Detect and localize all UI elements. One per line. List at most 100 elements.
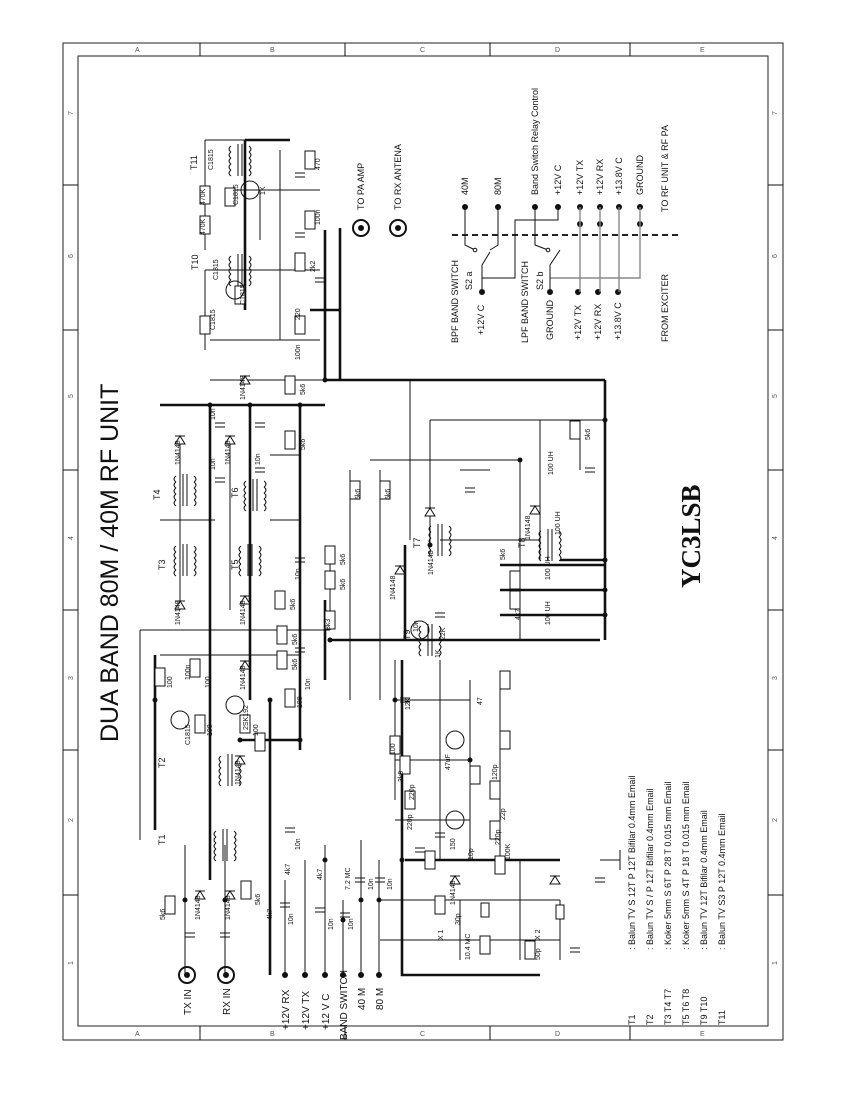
diode [394,565,406,575]
component-value: 10n [328,918,335,930]
component-value: 150 [450,838,457,850]
transistor [445,810,465,830]
resistor [199,215,211,235]
winding-notes: T1: Balun TV S 12T P 12T Bifilar 0.4mm E… [627,776,727,1025]
component-value: 120p [492,764,499,780]
grid-number: 2 [68,818,75,822]
v12tx-terminal[interactable] [302,972,308,978]
switch-bottom-label: +12V TX [573,305,583,340]
m80-label: 80 M [375,988,386,1010]
grid-number: 5 [68,394,75,398]
junction-dot [392,697,398,703]
component-value: 100 UH [545,601,552,625]
grid-letter: D [555,1031,560,1038]
resistor [199,315,211,335]
resistor [424,850,436,870]
rx-in-connector-core [223,972,229,978]
band-switch-terminal[interactable] [340,972,346,978]
rx-antena-connector[interactable] [389,219,407,237]
m40-label: 40 M [357,988,368,1010]
resistor [276,650,288,670]
component-value: 10n [295,568,302,580]
v12tx-label: +12V TX [301,991,312,1030]
bpf-in-label: +12V C [476,304,486,335]
note-desc: : Balun TV S3 P 12T 0.4mm Email [717,813,727,950]
junction-dot [376,897,382,903]
junction-dot [297,402,303,408]
grid-number: 6 [68,254,75,258]
transformer-label: T5 [230,559,240,570]
component-value: 3k3 [325,619,332,630]
resistor [379,480,391,500]
diode [194,890,206,900]
diode [239,595,251,605]
component-value: 470 [315,158,322,170]
switch-contact[interactable] [472,247,478,253]
pa-amp-connector[interactable] [352,219,370,237]
s2b-label: S2 b [535,271,545,290]
m80-terminal[interactable] [376,972,382,978]
component-value: 1N4148 [525,515,532,540]
switch-contact[interactable] [545,247,551,253]
switch-wire [489,207,499,251]
component-value: 100 [167,676,174,688]
transformer-label: T1 [157,834,167,845]
switch-top-label: +12V TX [575,160,585,195]
resistor [509,570,521,590]
diode [174,435,186,445]
component-value: C1815 [185,724,192,745]
switch-top-label: 40M [460,177,470,195]
transformer-label: T4 [152,489,162,500]
component-value: 10n [305,678,312,690]
component-value: 5k6 [385,489,392,500]
v12c-terminal[interactable] [322,972,328,978]
junction-dot [358,897,364,903]
component-value: 220p [409,784,416,800]
component-value: 1N4148 [225,895,232,920]
tx-in-connector[interactable] [178,966,196,984]
resistor [274,590,286,610]
component-value: 10n [288,913,295,925]
grid-number: 4 [772,536,779,540]
component-value: 1N4148 [240,600,247,625]
component-value: X 1 [438,929,445,940]
v12rx-terminal[interactable] [282,972,288,978]
resistor [469,765,481,785]
grid-letter: B [270,1031,275,1038]
m40-terminal[interactable] [358,972,364,978]
transformer-label: T3 [157,559,167,570]
note-desc: : Koker 5mm S 4T P 18 T 0.015 mm Email [681,782,691,950]
rx-in-connector[interactable] [217,966,235,984]
component-value: 10n [413,620,420,632]
component-value: 10n [255,453,262,465]
resistor [294,252,306,272]
component-value: 5k6 [160,909,167,920]
transformer-coil [173,475,197,507]
component-value: 10n [368,878,375,890]
component-value: 1N4148 [175,600,182,625]
note-ref: T1 [627,1014,637,1025]
component-value: 1K [260,186,267,195]
component-value: 4k7 [267,909,274,920]
grid-letter: E [700,47,705,54]
resistor [324,610,336,630]
resistor [254,732,266,752]
junction-dot [517,457,523,463]
switch-bottom-terminal[interactable] [615,289,621,295]
grid-letter: C [420,47,425,54]
switch-bottom-label: +13.8V C [613,302,623,340]
component-value: 5k6 [255,894,262,905]
switch-top-label: GROUND [635,155,645,195]
callsign: YC3LSB [676,484,706,588]
to-pa-amp-label: TO PA AMP [356,163,366,210]
component-value: 100n [315,209,322,225]
component-value: 100n [185,664,192,680]
diode [224,890,236,900]
resistor [479,935,491,955]
switch-top-label: +12V RX [595,159,605,195]
grid-letter: B [270,47,275,54]
tx-in-connector-core [184,972,190,978]
junction-dot [602,557,608,563]
resistor [324,545,336,565]
